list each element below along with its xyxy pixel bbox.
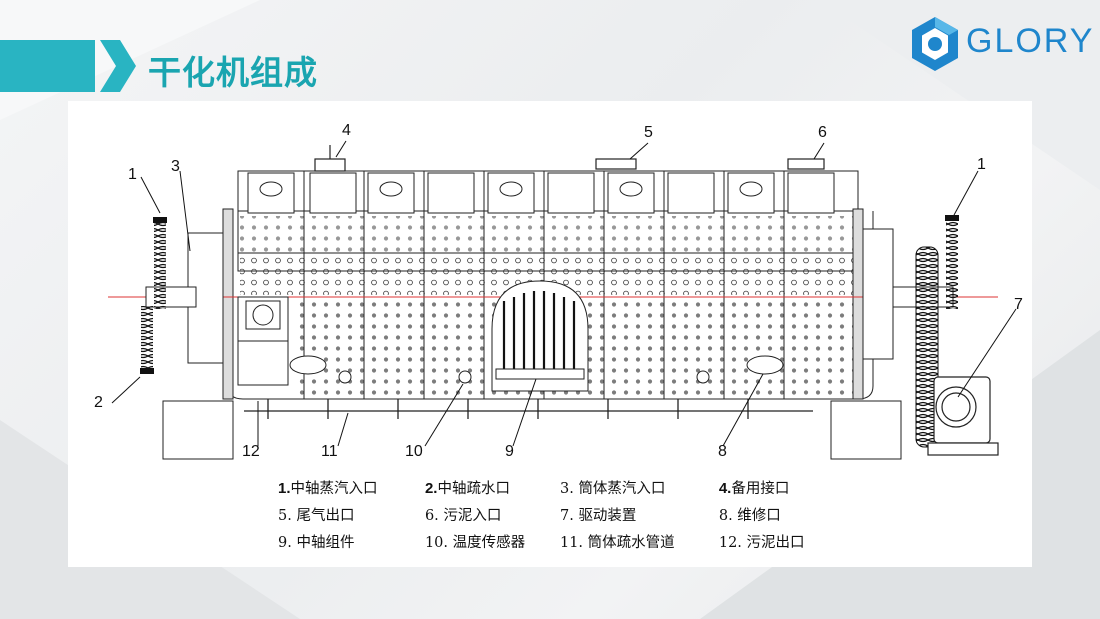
legend-row: 5. 尾气出口 6. 污泥入口 7. 驱动装置 8. 维修口	[278, 501, 838, 528]
top-hatches	[247, 172, 835, 214]
legend-item: 5. 尾气出口	[278, 508, 355, 524]
legend-item: 7. 驱动装置	[559, 508, 637, 524]
spring-right	[946, 219, 958, 309]
legend-item: 3. 筒体蒸汽入口	[559, 481, 666, 497]
legend-item: 9. 中轴组件	[278, 535, 355, 551]
callout-7: 7	[1014, 296, 1023, 313]
callout-5: 5	[644, 124, 653, 141]
legend-item: 1.中轴蒸汽入口	[278, 480, 378, 497]
spring-lower-left	[141, 306, 153, 370]
glory-logo-icon	[912, 17, 958, 71]
top-nozzles	[314, 145, 825, 172]
callout-2: 2	[94, 394, 103, 411]
callout-9: 9	[505, 443, 514, 460]
legend-item: 12. 污泥出口	[718, 535, 805, 551]
callout-4: 4	[342, 122, 351, 139]
callout-1-left: 1	[128, 166, 137, 183]
legend-item: 4.备用接口	[718, 480, 790, 497]
callout-10: 10	[405, 443, 423, 460]
drive-chain	[915, 246, 939, 448]
component-legend: 1.中轴蒸汽入口 2.中轴疏水口 3. 筒体蒸汽入口 4.备用接口 5. 尾气出…	[278, 474, 838, 555]
callout-12: 12	[242, 443, 260, 460]
callout-3: 3	[171, 158, 180, 175]
legend-row: 9. 中轴组件 10. 温度传感器 11. 筒体疏水管道 12. 污泥出口	[278, 528, 838, 555]
dryer-machine-drawing	[108, 140, 1017, 460]
legend-item: 8. 维修口	[718, 508, 781, 524]
legend-item: 2.中轴疏水口	[424, 480, 510, 497]
leader-lines	[111, 140, 1017, 447]
legend-item: 10. 温度传感器	[424, 535, 526, 551]
drive-motor	[927, 376, 999, 456]
drain-pipe	[244, 399, 813, 419]
callout-6: 6	[818, 124, 827, 141]
callout-8: 8	[718, 443, 727, 460]
legend-row: 1.中轴蒸汽入口 2.中轴疏水口 3. 筒体蒸汽入口 4.备用接口	[278, 474, 838, 501]
legend-item: 6. 污泥入口	[424, 508, 502, 524]
temperature-sensors	[338, 370, 710, 384]
legend-item: 11. 筒体疏水管道	[559, 535, 675, 551]
sludge-outlet	[237, 296, 289, 386]
callout-1-right: 1	[977, 156, 986, 173]
logo-text: GLORY	[966, 22, 1095, 60]
callout-11: 11	[321, 443, 338, 460]
shaft-assembly	[491, 280, 589, 392]
slide-title: 干化机组成	[148, 53, 318, 92]
spring-upper-left	[154, 219, 166, 309]
title-bar	[0, 40, 136, 92]
maintenance-ports	[289, 355, 784, 375]
